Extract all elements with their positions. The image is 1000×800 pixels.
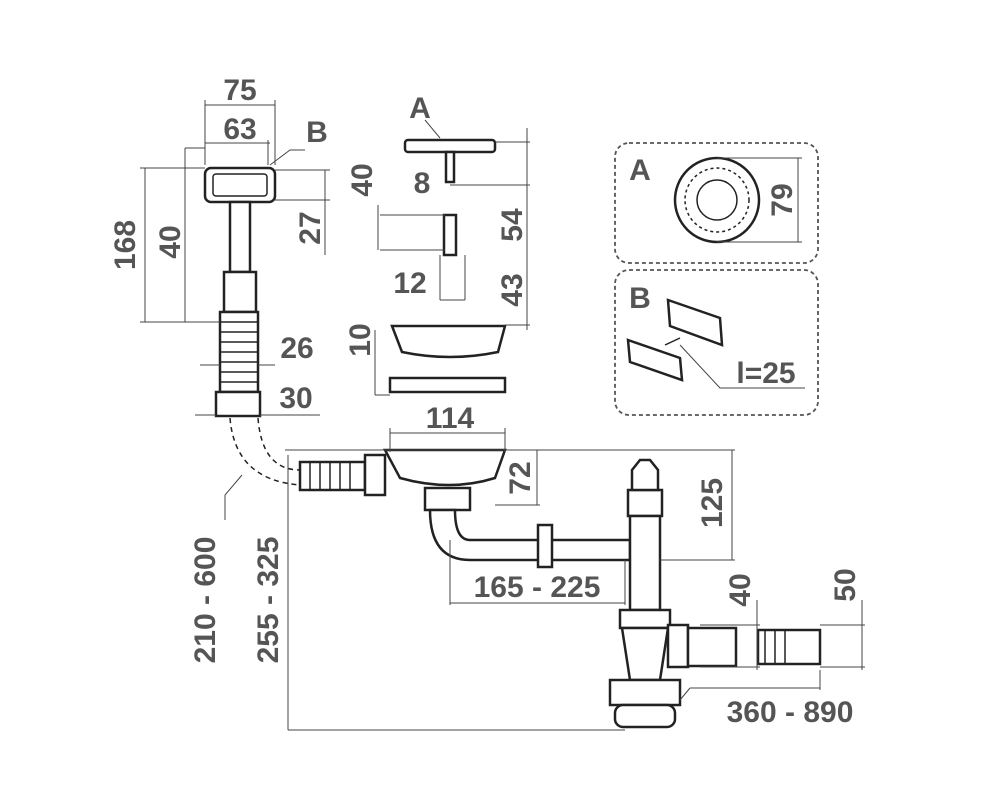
dim-50-outlet: 50 xyxy=(829,568,862,601)
dim-40-head: 40 xyxy=(154,225,187,258)
dim-10: 10 xyxy=(344,323,377,356)
dim-27: 27 xyxy=(294,211,327,244)
detail-b-label: B xyxy=(629,282,651,315)
dim-114: 114 xyxy=(426,402,475,435)
dim-125: 125 xyxy=(696,478,729,528)
dim-255-325: 255 - 325 xyxy=(252,537,285,664)
dim-63: 63 xyxy=(223,113,256,146)
dim-72: 72 xyxy=(504,461,537,494)
dim-54: 54 xyxy=(496,208,529,242)
overflow-assembly xyxy=(203,166,301,486)
dim-40-plug: 40 xyxy=(346,163,379,196)
dim-75: 75 xyxy=(223,74,256,107)
dim-43: 43 xyxy=(496,273,529,306)
siphon-assembly xyxy=(298,448,822,729)
dim-l25: l=25 xyxy=(736,357,795,390)
dim-40-outlet: 40 xyxy=(724,573,757,606)
dim-168: 168 xyxy=(109,220,142,270)
label-b: B xyxy=(306,116,328,149)
dim-12: 12 xyxy=(393,267,426,300)
dim-79: 79 xyxy=(766,183,799,216)
dim-26: 26 xyxy=(280,332,313,365)
siphon-dimensions xyxy=(224,428,865,731)
dim-30: 30 xyxy=(279,382,312,415)
label-a: A xyxy=(409,92,431,125)
dim-165-225: 165 - 225 xyxy=(474,571,601,604)
detail-a-label: A xyxy=(629,154,651,187)
detail-b-box xyxy=(614,269,819,416)
dim-360-890: 360 - 890 xyxy=(727,696,854,729)
overflow-dimensions xyxy=(140,100,330,416)
dim-210-600: 210 - 600 xyxy=(189,537,222,664)
strainer-parts xyxy=(374,119,530,396)
dim-8: 8 xyxy=(414,167,431,200)
detail-a-box xyxy=(614,142,819,264)
